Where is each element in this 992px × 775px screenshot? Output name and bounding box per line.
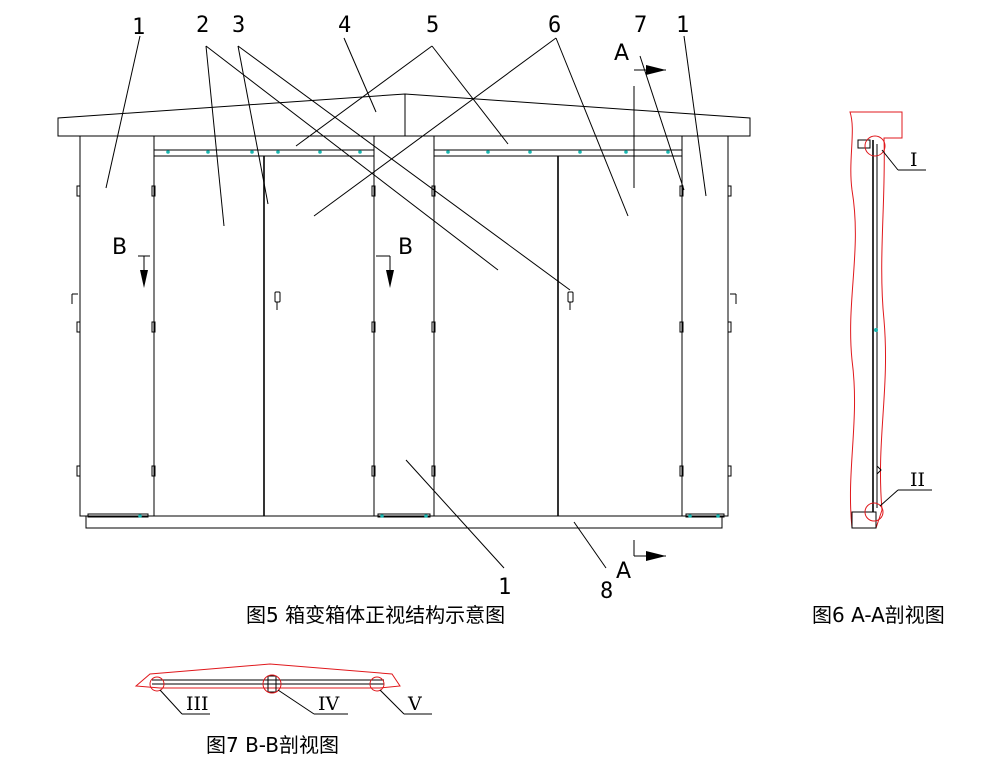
section-outline bbox=[134, 663, 401, 689]
figure7-section-bb: III IV V 图7 B-B剖视图 bbox=[134, 663, 432, 757]
detail-circle bbox=[149, 676, 165, 692]
cabinet-body bbox=[79, 135, 729, 517]
fasteners bbox=[138, 150, 720, 518]
callout-label: 3 bbox=[232, 13, 245, 38]
leader-line bbox=[277, 689, 315, 715]
base-frame bbox=[85, 515, 723, 529]
callout-label: 7 bbox=[634, 13, 647, 38]
section-outline bbox=[849, 111, 903, 529]
center-post bbox=[267, 675, 277, 693]
section-letter-a: A bbox=[614, 41, 629, 66]
section-letter-b: B bbox=[398, 235, 413, 260]
bottom-bracket bbox=[851, 511, 877, 529]
callout-label: 6 bbox=[548, 13, 561, 38]
figure6-section-aa: I II 图6 A-A剖视图 bbox=[812, 111, 945, 627]
detail-label: V bbox=[407, 693, 422, 715]
detail-label: II bbox=[910, 469, 925, 491]
callout-label: 5 bbox=[426, 13, 439, 38]
hinge-mark bbox=[876, 464, 882, 476]
section-plane-b bbox=[138, 255, 394, 288]
fastener bbox=[874, 328, 878, 332]
section-letter-b: B bbox=[112, 235, 127, 260]
callout-label: 8 bbox=[600, 579, 613, 604]
callout-label: 1 bbox=[498, 575, 511, 600]
door-handle bbox=[567, 291, 574, 310]
callout-label: 4 bbox=[338, 13, 351, 38]
detail-label: IV bbox=[318, 693, 340, 715]
detail-circle bbox=[262, 674, 282, 694]
bottom-strip bbox=[377, 513, 431, 518]
side-latch bbox=[71, 293, 78, 304]
door-handle bbox=[274, 291, 281, 310]
callout-label: 1 bbox=[676, 13, 689, 38]
detail-circle bbox=[864, 135, 886, 157]
detail-circle bbox=[369, 676, 385, 692]
detail-circle bbox=[864, 502, 884, 522]
callout-label: 1 bbox=[132, 15, 145, 40]
detail-label: I bbox=[910, 149, 918, 171]
leader-line bbox=[159, 689, 183, 715]
top-bracket bbox=[857, 139, 871, 149]
side-latch bbox=[730, 293, 737, 304]
door-head-strip bbox=[433, 149, 683, 157]
roof bbox=[57, 93, 751, 137]
figure7-caption: 图7 B-B剖视图 bbox=[206, 733, 339, 757]
leader-lines bbox=[105, 35, 707, 569]
leader-line bbox=[881, 149, 899, 171]
section-plane-a bbox=[633, 65, 666, 561]
bottom-strip bbox=[685, 513, 725, 518]
leader-line bbox=[879, 489, 899, 507]
section-letter-a: A bbox=[616, 559, 631, 584]
bottom-strip bbox=[87, 513, 149, 518]
detail-label: III bbox=[186, 693, 209, 715]
callout-label: 2 bbox=[196, 13, 209, 38]
figure5-front-view: 1 2 3 4 5 6 7 1 1 8 A A B B 图5 箱变箱体正视结构示… bbox=[57, 13, 751, 627]
leader-line bbox=[379, 689, 405, 715]
figure5-caption: 图5 箱变箱体正视结构示意图 bbox=[246, 603, 505, 627]
door-head-strip bbox=[153, 149, 375, 157]
hinges bbox=[76, 185, 732, 477]
figure6-caption: 图6 A-A剖视图 bbox=[812, 603, 945, 627]
